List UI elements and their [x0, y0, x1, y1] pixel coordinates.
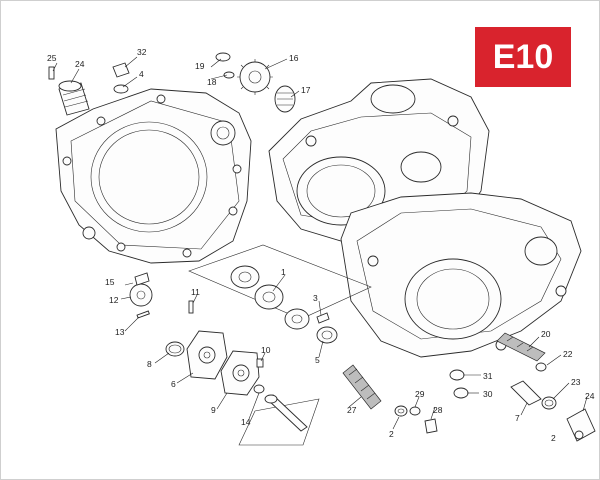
callout-5: 5	[315, 355, 320, 365]
callout-8: 8	[147, 359, 152, 369]
callout-11: 11	[191, 287, 200, 297]
callout-4: 4	[139, 69, 144, 79]
callout-19: 19	[195, 61, 205, 71]
callout-26: 25	[47, 53, 57, 63]
crankcase-right	[340, 192, 582, 358]
callout-2a: 2	[389, 429, 394, 439]
callout-9: 9	[211, 405, 216, 415]
callout-29: 29	[415, 389, 425, 399]
hardware-small-parts	[394, 362, 596, 442]
callout-30: 30	[483, 389, 493, 399]
callout-15: 15	[105, 277, 115, 287]
leader-lines	[52, 56, 588, 430]
callout-6: 6	[171, 379, 176, 389]
callout-2b: 2	[551, 433, 556, 443]
callout-25: 24	[75, 59, 85, 69]
callout-23: 23	[571, 377, 581, 387]
callout-20: 20	[541, 329, 551, 339]
callout-27: 27	[347, 405, 357, 415]
section-code-badge: E10	[475, 27, 571, 87]
callout-10: 10	[261, 345, 271, 355]
callout-3: 3	[313, 293, 318, 303]
callout-18: 18	[207, 77, 217, 87]
pump-shaft	[264, 394, 308, 432]
small-gear-group	[129, 272, 194, 319]
callout-14: 14	[241, 417, 251, 427]
callout-16: 16	[289, 53, 299, 63]
callout-12: 12	[109, 295, 119, 305]
strainers	[342, 332, 546, 410]
crankcase-cover	[55, 88, 252, 264]
callout-1: 1	[281, 267, 286, 277]
pump-gear-group	[215, 52, 296, 113]
oil-filter-group	[48, 62, 130, 116]
callout-22: 22	[563, 349, 573, 359]
pump-rotor-group	[230, 265, 338, 344]
callout-labels: 25 24 32 4 19 18 16 17 1 11 3 15 12 13 5…	[47, 47, 595, 443]
callout-13: 13	[115, 327, 125, 337]
callout-17: 17	[301, 85, 311, 95]
pump-cover-group	[165, 330, 265, 396]
callout-32: 32	[137, 47, 147, 57]
callout-7: 7	[515, 413, 520, 423]
callout-31: 31	[483, 371, 493, 381]
callout-24: 24	[585, 391, 595, 401]
callout-28: 28	[433, 405, 443, 415]
